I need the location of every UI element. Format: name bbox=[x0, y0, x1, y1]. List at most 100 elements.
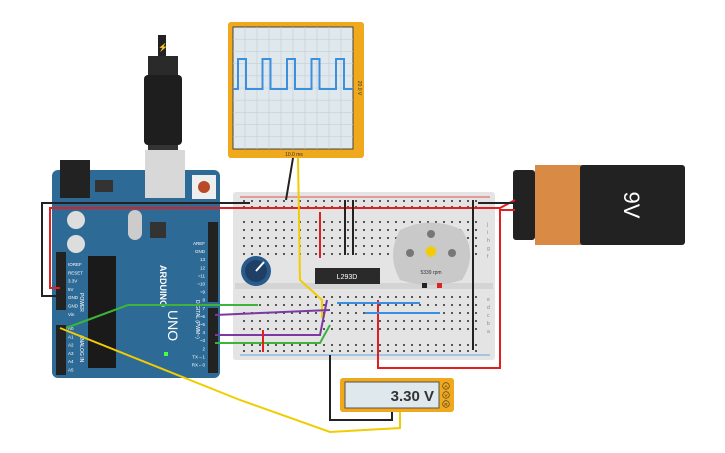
breadboard-hole[interactable] bbox=[283, 296, 285, 298]
breadboard-hole[interactable] bbox=[331, 253, 333, 255]
breadboard-hole[interactable] bbox=[427, 350, 429, 352]
breadboard-hole[interactable] bbox=[363, 328, 365, 330]
breadboard-hole[interactable] bbox=[331, 229, 333, 231]
potentiometer[interactable] bbox=[241, 256, 271, 286]
breadboard-hole[interactable] bbox=[411, 350, 413, 352]
breadboard-hole[interactable] bbox=[467, 229, 469, 231]
breadboard-hole[interactable] bbox=[459, 312, 461, 314]
breadboard-hole[interactable] bbox=[243, 344, 245, 346]
mode-r-button[interactable] bbox=[442, 400, 450, 408]
breadboard-hole[interactable] bbox=[467, 312, 469, 314]
breadboard-hole[interactable] bbox=[275, 221, 277, 223]
breadboard-hole[interactable] bbox=[331, 328, 333, 330]
breadboard-hole[interactable] bbox=[243, 253, 245, 255]
breadboard-hole[interactable] bbox=[315, 253, 317, 255]
breadboard-hole[interactable] bbox=[371, 237, 373, 239]
breadboard-hole[interactable] bbox=[467, 320, 469, 322]
breadboard-hole[interactable] bbox=[363, 253, 365, 255]
breadboard-hole[interactable] bbox=[251, 237, 253, 239]
breadboard-hole[interactable] bbox=[419, 320, 421, 322]
breadboard-hole[interactable] bbox=[387, 200, 389, 202]
breadboard-hole[interactable] bbox=[347, 344, 349, 346]
breadboard-hole[interactable] bbox=[283, 245, 285, 247]
breadboard-hole[interactable] bbox=[243, 221, 245, 223]
breadboard-hole[interactable] bbox=[419, 304, 421, 306]
breadboard-hole[interactable] bbox=[411, 200, 413, 202]
breadboard-hole[interactable] bbox=[379, 328, 381, 330]
breadboard-hole[interactable] bbox=[355, 344, 357, 346]
breadboard-hole[interactable] bbox=[403, 344, 405, 346]
breadboard-hole[interactable] bbox=[451, 200, 453, 202]
breadboard-hole[interactable] bbox=[459, 328, 461, 330]
breadboard-hole[interactable] bbox=[243, 296, 245, 298]
breadboard-hole[interactable] bbox=[379, 320, 381, 322]
breadboard-hole[interactable] bbox=[355, 328, 357, 330]
breadboard-hole[interactable] bbox=[475, 296, 477, 298]
breadboard-hole[interactable] bbox=[291, 328, 293, 330]
breadboard-hole[interactable] bbox=[355, 237, 357, 239]
breadboard-hole[interactable] bbox=[339, 229, 341, 231]
breadboard-hole[interactable] bbox=[291, 320, 293, 322]
breadboard-hole[interactable] bbox=[315, 304, 317, 306]
breadboard-hole[interactable] bbox=[443, 296, 445, 298]
breadboard-hole[interactable] bbox=[291, 296, 293, 298]
breadboard-hole[interactable] bbox=[339, 328, 341, 330]
breadboard-hole[interactable] bbox=[443, 350, 445, 352]
breadboard-hole[interactable] bbox=[427, 304, 429, 306]
breadboard-hole[interactable] bbox=[339, 304, 341, 306]
breadboard-hole[interactable] bbox=[347, 304, 349, 306]
breadboard-hole[interactable] bbox=[323, 320, 325, 322]
breadboard-hole[interactable] bbox=[403, 304, 405, 306]
breadboard-hole[interactable] bbox=[323, 200, 325, 202]
wire-green-a0[interactable] bbox=[65, 304, 215, 329]
breadboard-hole[interactable] bbox=[387, 344, 389, 346]
breadboard-hole[interactable] bbox=[427, 296, 429, 298]
breadboard-hole[interactable] bbox=[363, 312, 365, 314]
breadboard-hole[interactable] bbox=[387, 245, 389, 247]
usb-cable[interactable]: ⚡ bbox=[144, 35, 182, 153]
breadboard-hole[interactable] bbox=[323, 328, 325, 330]
breadboard-hole[interactable] bbox=[331, 200, 333, 202]
breadboard-hole[interactable] bbox=[331, 237, 333, 239]
breadboard-hole[interactable] bbox=[379, 304, 381, 306]
breadboard-hole[interactable] bbox=[259, 253, 261, 255]
breadboard-hole[interactable] bbox=[267, 320, 269, 322]
breadboard-hole[interactable] bbox=[363, 344, 365, 346]
breadboard-hole[interactable] bbox=[307, 328, 309, 330]
breadboard-hole[interactable] bbox=[451, 221, 453, 223]
breadboard-hole[interactable] bbox=[299, 312, 301, 314]
breadboard-hole[interactable] bbox=[307, 229, 309, 231]
breadboard-hole[interactable] bbox=[355, 229, 357, 231]
breadboard-hole[interactable] bbox=[467, 328, 469, 330]
breadboard-hole[interactable] bbox=[371, 253, 373, 255]
breadboard-hole[interactable] bbox=[379, 296, 381, 298]
breadboard-hole[interactable] bbox=[283, 200, 285, 202]
breadboard-hole[interactable] bbox=[315, 229, 317, 231]
breadboard-hole[interactable] bbox=[243, 237, 245, 239]
breadboard-hole[interactable] bbox=[363, 245, 365, 247]
breadboard-hole[interactable] bbox=[371, 304, 373, 306]
breadboard-hole[interactable] bbox=[419, 200, 421, 202]
breadboard-hole[interactable] bbox=[387, 328, 389, 330]
breadboard-hole[interactable] bbox=[395, 221, 397, 223]
breadboard-hole[interactable] bbox=[251, 350, 253, 352]
breadboard-hole[interactable] bbox=[379, 350, 381, 352]
breadboard-hole[interactable] bbox=[283, 304, 285, 306]
breadboard-hole[interactable] bbox=[347, 221, 349, 223]
breadboard-hole[interactable] bbox=[267, 237, 269, 239]
breadboard-hole[interactable] bbox=[307, 253, 309, 255]
breadboard-hole[interactable] bbox=[267, 344, 269, 346]
breadboard-hole[interactable] bbox=[403, 328, 405, 330]
breadboard-hole[interactable] bbox=[443, 312, 445, 314]
breadboard-hole[interactable] bbox=[411, 221, 413, 223]
breadboard-hole[interactable] bbox=[323, 237, 325, 239]
breadboard-hole[interactable] bbox=[291, 304, 293, 306]
breadboard-hole[interactable] bbox=[339, 344, 341, 346]
breadboard-hole[interactable] bbox=[475, 304, 477, 306]
breadboard-hole[interactable] bbox=[243, 245, 245, 247]
breadboard-hole[interactable] bbox=[331, 296, 333, 298]
breadboard-hole[interactable] bbox=[347, 328, 349, 330]
breadboard-hole[interactable] bbox=[315, 350, 317, 352]
breadboard-hole[interactable] bbox=[443, 304, 445, 306]
